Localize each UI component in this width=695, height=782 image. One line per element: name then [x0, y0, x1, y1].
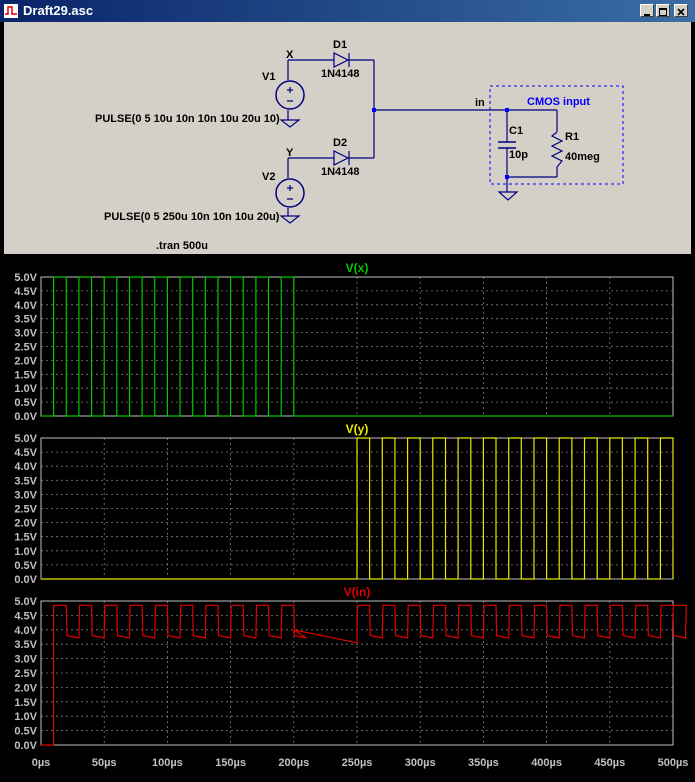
- x-tick-label: 250µs: [342, 757, 373, 769]
- d2-label: D2: [333, 137, 347, 149]
- y-tick-label: 2.5V: [14, 668, 37, 680]
- y-tick-label: 2.5V: [14, 504, 37, 516]
- d2-diode-symbol: [333, 150, 350, 166]
- y-tick-label: 3.5V: [14, 314, 37, 326]
- cmos-input-label: CMOS input: [527, 96, 590, 108]
- schematic-drawing: X Y in V1 V2 D1 D2 1N4148 1N4148 C1 10p …: [95, 39, 624, 252]
- trace-vx: [41, 276, 673, 417]
- minimize-button[interactable]: [640, 4, 654, 17]
- plot-panel-0: 5.0V 4.5V 4.0V 3.5V 3.0V 2.5V2.0V 1.5V 1.0V 0.5V…: [14, 261, 674, 423]
- y-tick-label: 4.0V: [14, 625, 37, 637]
- d1-diode-symbol: [333, 52, 350, 68]
- plot-panel-1: 5.0V 4.5V 4.0V 3.5V 3.0V 2.5V 2.0V 1.5V 1.0V 0.5V…: [14, 422, 674, 586]
- y-tick-label: 0.5V: [14, 397, 37, 409]
- y-tick-label: 1.0V: [14, 546, 37, 558]
- y-tick-label: 4.0V: [14, 461, 37, 473]
- x-tick-label: 450µs: [594, 757, 625, 769]
- y-tick-label: 0.5V: [14, 560, 37, 572]
- y-tick-label: 0.0V: [14, 411, 37, 423]
- schematic-canvas[interactable]: X Y in V1 V2 D1 D2 1N4148 1N4148 C1 10p …: [4, 22, 691, 254]
- y-tick-label: 1.0V: [14, 711, 37, 723]
- y-tick-label: 4.5V: [14, 610, 37, 622]
- x-tick-label: 500µs: [658, 757, 689, 769]
- c1-capacitor-symbol: [498, 141, 516, 149]
- window-title: Draft29.asc: [23, 3, 94, 18]
- y-tick-label: 2.5V: [14, 342, 37, 354]
- window-titlebar[interactable]: Draft29.asc: [0, 0, 695, 22]
- r1-value: 40meg: [565, 151, 600, 163]
- net-label-x: X: [286, 49, 294, 61]
- x-tick-label: 150µs: [215, 757, 246, 769]
- ground-symbol: [497, 191, 519, 201]
- x-tick-label: 200µs: [278, 757, 309, 769]
- v2-source-symbol: [275, 178, 305, 208]
- y-tick-label: 2.0V: [14, 682, 37, 694]
- ground-symbol: [279, 119, 301, 128]
- y-tick-label: 3.0V: [14, 328, 37, 340]
- c1-value: 10p: [509, 149, 528, 161]
- y-tick-label: 2.0V: [14, 518, 37, 530]
- y-tick-label: 0.0V: [14, 740, 37, 752]
- y-tick-label: 3.5V: [14, 475, 37, 487]
- d1-model: 1N4148: [321, 68, 360, 80]
- plot-panel-2: 5.0V 4.5V 4.0V 3.5V 3.0V 2.5V 2.0V 1.5V 1.0V 0.5V…: [14, 585, 687, 752]
- d2-model: 1N4148: [321, 166, 360, 178]
- ground-symbol: [279, 215, 301, 224]
- y-tick-label: 3.5V: [14, 639, 37, 651]
- x-tick-label: 50µs: [92, 757, 117, 769]
- plot-title: V(y): [346, 422, 369, 436]
- plot-title: V(in): [344, 585, 371, 599]
- r1-label: R1: [565, 131, 579, 143]
- waveform-plots: 5.0V4.5V4.0V3.5V3.0V2.5V2.0V1.5V1.0V0.5V…: [14, 261, 689, 769]
- net-label-in: in: [475, 97, 485, 109]
- trace-vy: [41, 437, 674, 580]
- y-tick-label: 0.0V: [14, 574, 37, 586]
- x-tick-label: 350µs: [468, 757, 499, 769]
- v1-pulse-directive: PULSE(0 5 10u 10n 10n 10u 20u 10): [95, 113, 280, 125]
- tran-directive: .tran 500u: [156, 240, 208, 252]
- maximize-button[interactable]: [656, 4, 670, 17]
- v1-source-symbol: [275, 80, 305, 110]
- y-tick-label: 5.0V: [14, 272, 37, 284]
- y-tick-label: 3.0V: [14, 489, 37, 501]
- v1-label: V1: [262, 71, 275, 83]
- y-tick-label: 4.5V: [14, 286, 37, 298]
- y-tick-label: 1.5V: [14, 532, 37, 544]
- app-icon: [4, 4, 18, 18]
- y-tick-label: 1.0V: [14, 383, 37, 395]
- y-tick-label: 4.0V: [14, 300, 37, 312]
- y-tick-label: 3.0V: [14, 654, 37, 666]
- plot-title: V(x): [346, 261, 369, 275]
- net-label-y: Y: [286, 147, 294, 159]
- x-tick-label: 300µs: [405, 757, 436, 769]
- y-tick-label: 2.0V: [14, 355, 37, 367]
- minimize-icon: [644, 14, 650, 16]
- y-tick-label: 5.0V: [14, 596, 37, 608]
- maximize-icon: [659, 8, 667, 16]
- y-tick-label: 1.5V: [14, 369, 37, 381]
- v2-pulse-directive: PULSE(0 5 250u 10n 10n 10u 20u): [104, 211, 280, 223]
- d1-label: D1: [333, 39, 347, 51]
- x-tick-label: 100µs: [152, 757, 183, 769]
- v2-label: V2: [262, 171, 275, 183]
- c1-label: C1: [509, 125, 523, 137]
- x-tick-label: 0µs: [32, 757, 51, 769]
- cmos-input-box: [489, 85, 624, 185]
- trace-vin: [41, 604, 687, 746]
- y-tick-label: 0.5V: [14, 726, 37, 738]
- y-tick-label: 5.0V: [14, 433, 37, 445]
- r1-resistor-symbol: [550, 131, 564, 168]
- x-tick-label: 400µs: [531, 757, 562, 769]
- y-tick-label: 1.5V: [14, 697, 37, 709]
- close-button[interactable]: [674, 4, 688, 17]
- y-tick-label: 4.5V: [14, 447, 37, 459]
- plot-frame: [40, 600, 674, 746]
- close-icon: [677, 8, 685, 16]
